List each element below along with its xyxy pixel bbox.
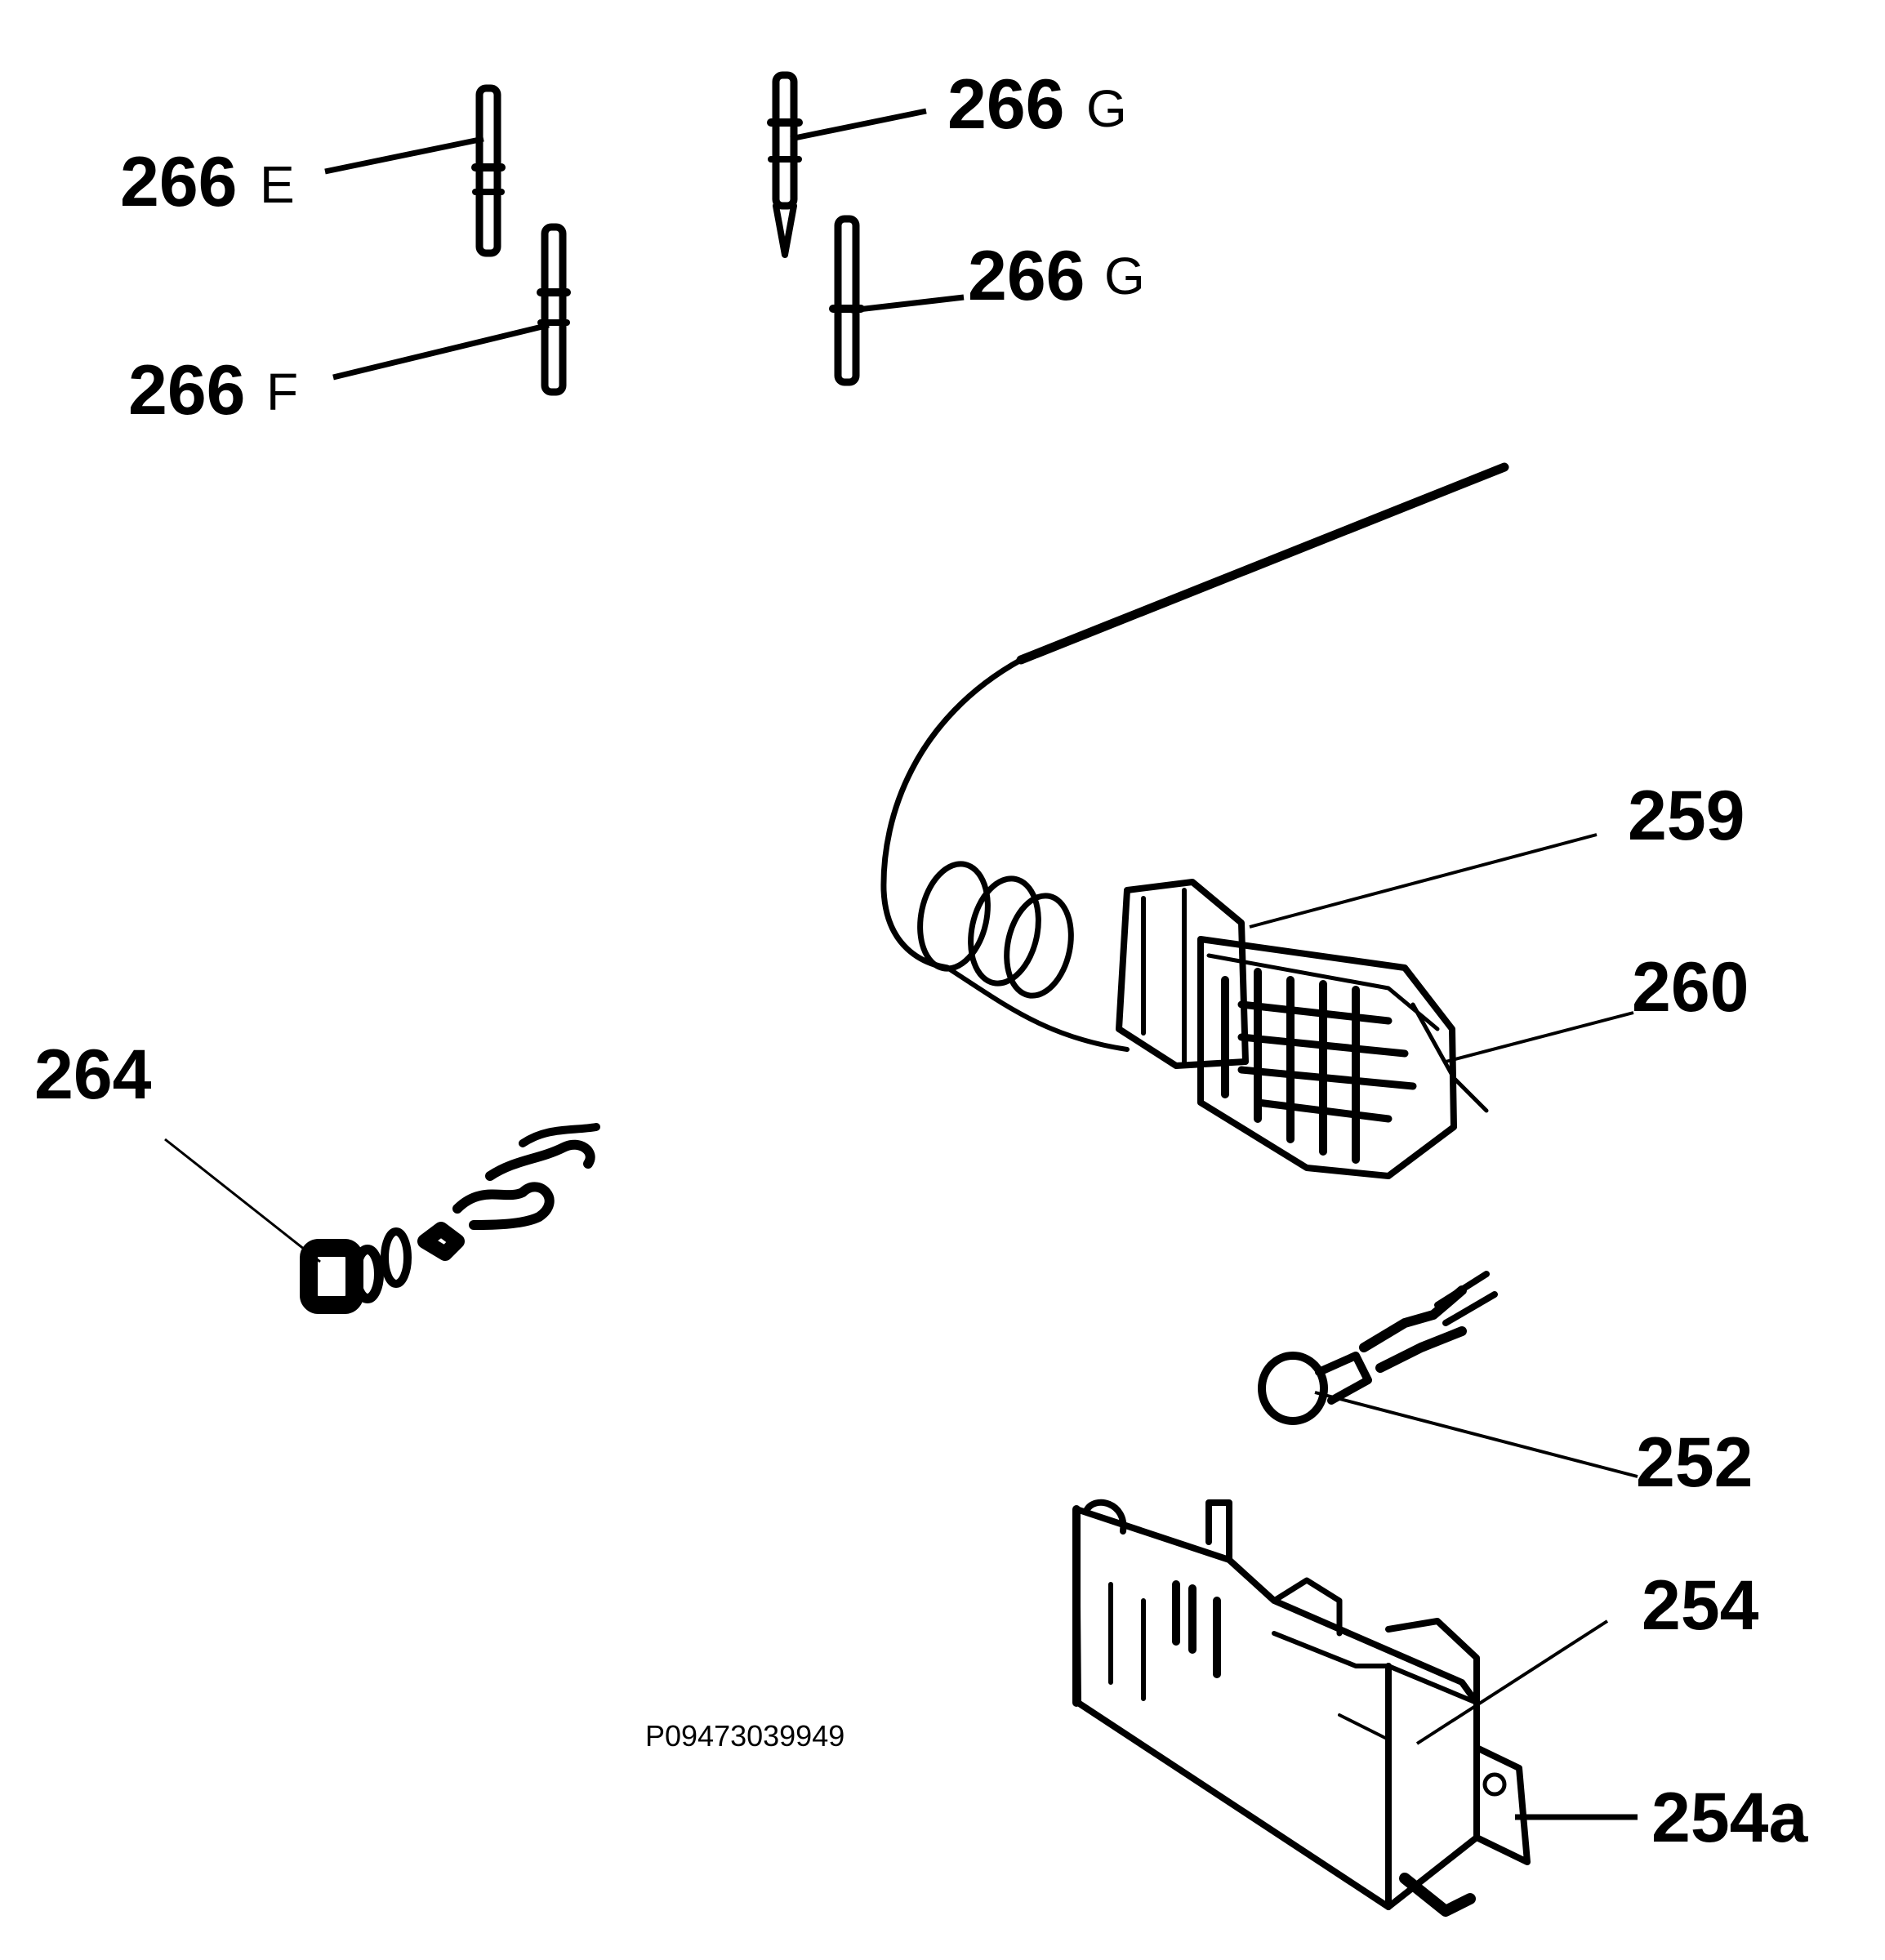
drawing-code: P09473039949 — [645, 1719, 844, 1753]
pin-266f — [537, 223, 571, 396]
leader-266g-mid — [850, 294, 965, 314]
leader-254 — [1415, 1619, 1609, 1745]
svg-text:E: E — [260, 155, 295, 214]
pin-266e — [471, 84, 506, 257]
callout-254a: 254a — [1651, 1779, 1808, 1857]
thermostat-capillary — [880, 462, 1509, 1052]
pin-266g-top — [767, 71, 803, 258]
leader-260 — [1445, 1011, 1634, 1063]
callout-266g-mid: 266 G — [968, 237, 1145, 315]
svg-text:F: F — [266, 363, 298, 421]
svg-text:G: G — [1086, 79, 1127, 138]
leader-266e — [324, 136, 484, 175]
leader-266f — [332, 322, 550, 381]
svg-text:266: 266 — [947, 65, 1065, 144]
leader-259 — [1249, 833, 1598, 929]
part-264 — [300, 1123, 600, 1314]
callout-266f: 266 F — [128, 351, 298, 430]
svg-text:266: 266 — [120, 143, 238, 221]
callout-259: 259 — [1628, 777, 1745, 855]
callout-266g-top: 266 G — [947, 65, 1127, 144]
callout-252: 252 — [1636, 1423, 1754, 1502]
callout-254: 254 — [1642, 1566, 1759, 1645]
leader-266g-top — [790, 108, 927, 142]
leader-264 — [164, 1138, 321, 1263]
capillary-coils — [917, 861, 1074, 999]
svg-text:G: G — [1104, 247, 1145, 305]
callout-260: 260 — [1632, 948, 1749, 1027]
part-252 — [1258, 1271, 1498, 1425]
pin-266g-mid — [829, 215, 865, 386]
svg-text:266: 266 — [128, 351, 246, 430]
thermostat-body — [1116, 879, 1489, 1179]
leader-252 — [1314, 1391, 1638, 1478]
svg-text:266: 266 — [968, 237, 1085, 315]
part-254-generator — [1072, 1499, 1531, 1917]
callout-264: 264 — [34, 1036, 152, 1114]
callout-266e: 266 E — [120, 143, 295, 221]
